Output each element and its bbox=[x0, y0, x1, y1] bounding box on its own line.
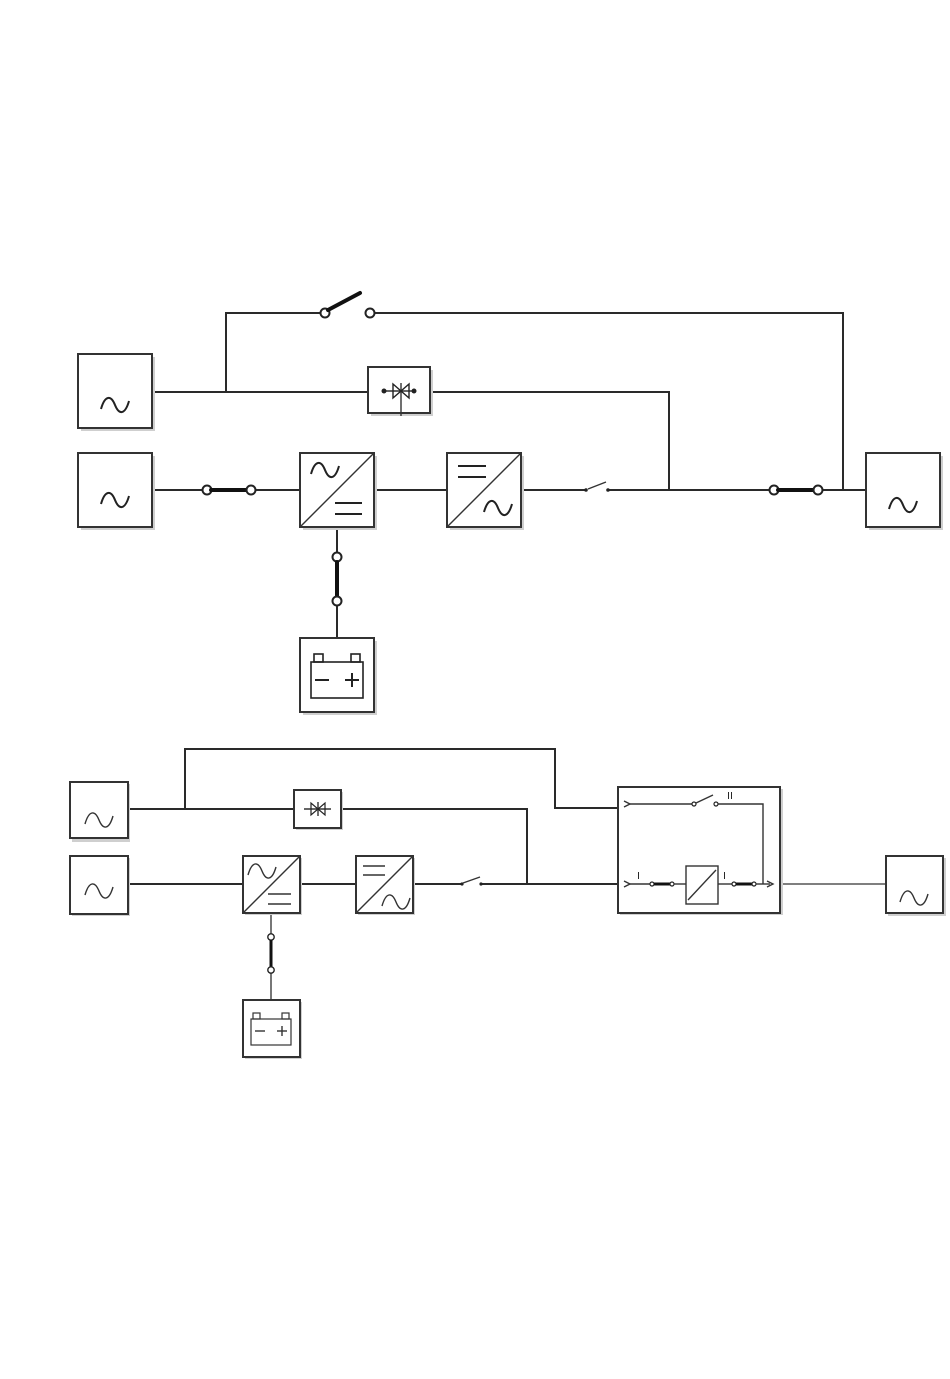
figure-ups-single-line bbox=[78, 293, 943, 715]
static-switch-2 bbox=[294, 790, 343, 830]
inverter bbox=[447, 453, 524, 530]
position-one-top-label: I bbox=[637, 871, 640, 882]
inverter-output-switch[interactable] bbox=[584, 482, 610, 492]
ac-source-mains bbox=[78, 453, 155, 530]
ac-source-bypass bbox=[78, 354, 155, 431]
static-switch bbox=[368, 367, 433, 416]
ac-load bbox=[866, 453, 943, 530]
inverter-2 bbox=[356, 856, 415, 915]
switch-icon bbox=[588, 482, 606, 489]
manual-bypass-switch[interactable] bbox=[321, 293, 375, 318]
position-two-label: II bbox=[727, 791, 733, 802]
rectifier-2 bbox=[243, 856, 302, 915]
battery bbox=[300, 638, 377, 715]
battery-isolator[interactable] bbox=[333, 553, 342, 606]
ac-source-mains-2 bbox=[70, 856, 130, 916]
ac-source-bypass-2 bbox=[70, 782, 130, 842]
ac-load-2 bbox=[886, 856, 946, 916]
input-isolator[interactable] bbox=[203, 486, 256, 495]
battery-2 bbox=[243, 1000, 302, 1059]
switch-icon bbox=[463, 877, 480, 883]
switch-icon bbox=[328, 293, 360, 310]
output-isolator[interactable] bbox=[770, 486, 823, 495]
rectifier bbox=[300, 453, 377, 530]
position-one-bottom-label: I bbox=[723, 871, 726, 882]
maintenance-bypass-panel: II I I bbox=[618, 787, 783, 915]
battery-isolator-2[interactable] bbox=[268, 934, 274, 973]
figure-ups-with-maintenance-bypass: II I I bbox=[70, 749, 946, 1059]
inverter-output-switch-2[interactable] bbox=[460, 877, 482, 886]
